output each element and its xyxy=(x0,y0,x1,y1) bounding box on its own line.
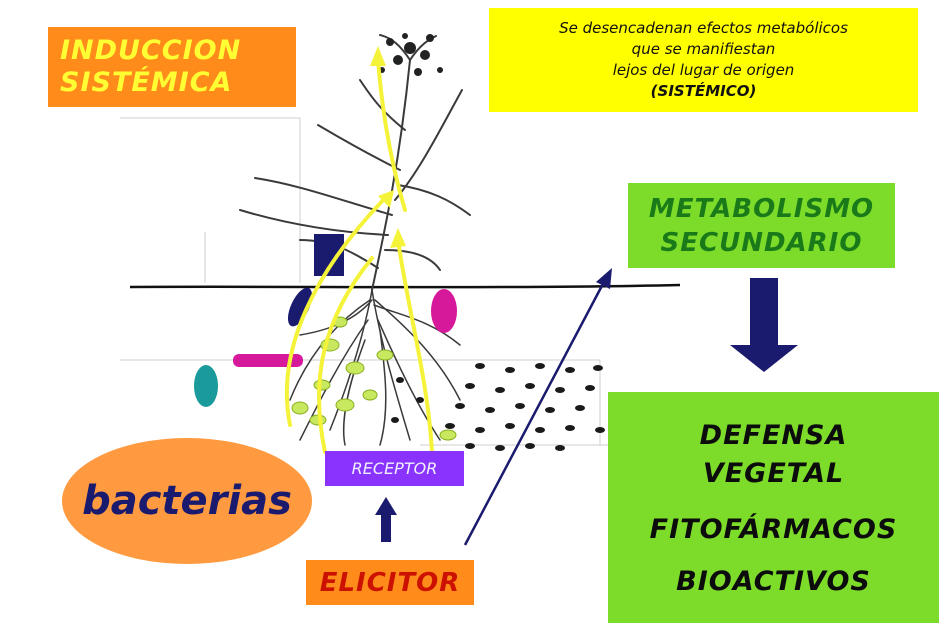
note-line-4: (SISTÉMICO) xyxy=(651,81,757,102)
defensa-line-3: FITOFÁRMACOS xyxy=(650,514,898,545)
receptor-box: RECEPTOR xyxy=(325,451,464,486)
plant-flowers xyxy=(379,33,443,76)
bacterias-ellipse: bacterias xyxy=(62,438,312,564)
note-line-3: lejos del lugar de origen xyxy=(613,60,795,81)
defensa-line-2: VEGETAL xyxy=(700,455,848,493)
elicitor-box: ELICITOR xyxy=(306,560,474,605)
metabolismo-secundario-box: METABOLISMO SECUNDARIO xyxy=(628,183,895,268)
elicitor-to-receptor-arrowhead xyxy=(375,497,397,515)
elicitor-to-metabolism-arrow xyxy=(465,280,605,545)
defensa-vegetal-box: DEFENSA VEGETAL FITOFÁRMACOS BIOACTIVOS xyxy=(608,392,939,623)
metabolismo-line-2: SECUNDARIO xyxy=(661,226,863,260)
systemic-note-box: Se desencadenan efectos metabólicos que … xyxy=(489,8,918,112)
receptor-label: RECEPTOR xyxy=(352,459,438,478)
metabolism-to-defense-arrow xyxy=(730,278,798,372)
note-line-2: que se manifiestan xyxy=(632,39,776,60)
note-line-1: Se desencadenan efectos metabólicos xyxy=(559,18,848,39)
elicitor-label: ELICITOR xyxy=(320,568,461,598)
induccion-sistemica-label: INDUCCION SISTÉMICA xyxy=(48,27,296,107)
elicitor-to-receptor-arrow xyxy=(381,512,391,542)
magenta-ellipse-shape xyxy=(431,289,457,333)
bacterias-label: bacterias xyxy=(82,478,292,524)
teal-ellipse-shape xyxy=(194,365,218,407)
metabolismo-line-1: METABOLISMO xyxy=(649,192,874,226)
defensa-line-4: BIOACTIVOS xyxy=(676,566,871,597)
induccion-line-2: SISTÉMICA xyxy=(60,67,232,99)
induccion-line-1: INDUCCION xyxy=(60,35,241,67)
defensa-group: DEFENSA VEGETAL xyxy=(700,417,848,493)
defensa-line-1: DEFENSA xyxy=(700,417,848,455)
